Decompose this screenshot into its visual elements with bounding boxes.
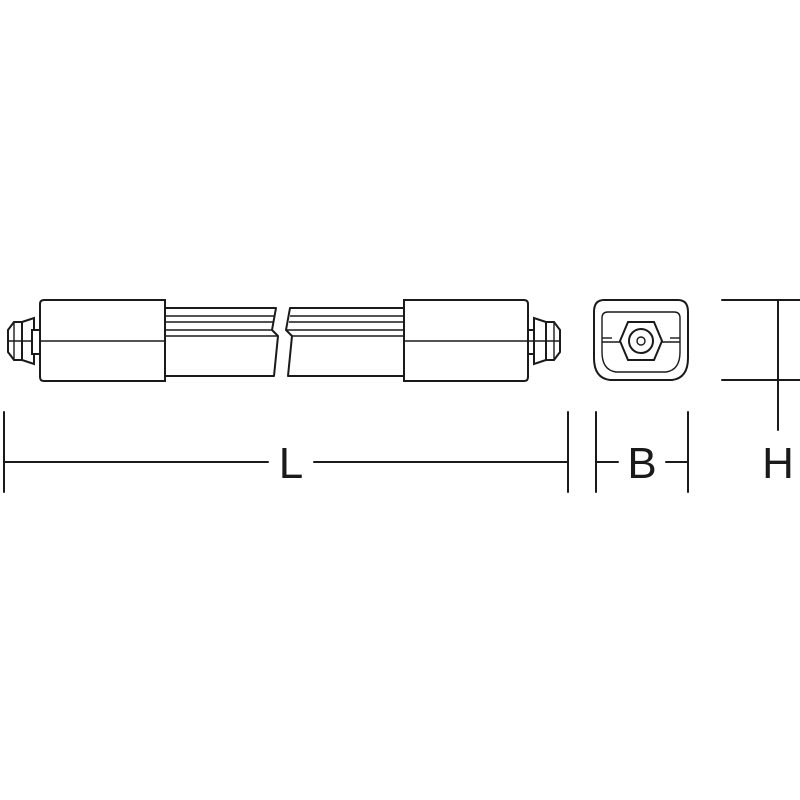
tube-body-left <box>164 307 279 377</box>
dimension-height: H <box>721 299 800 488</box>
tube-body-right <box>285 307 405 377</box>
right-end-cap <box>403 299 529 382</box>
dimension-length: L <box>3 411 569 493</box>
right-cable-gland <box>527 316 561 366</box>
dimension-width: B <box>595 411 689 493</box>
left-cable-gland <box>7 316 41 366</box>
left-end-cap <box>39 299 166 382</box>
end-view-gland <box>618 321 664 361</box>
side-view <box>7 299 561 382</box>
height-label: H <box>762 439 794 488</box>
width-label: B <box>627 439 656 488</box>
length-label: L <box>279 439 303 488</box>
end-view <box>593 299 689 381</box>
